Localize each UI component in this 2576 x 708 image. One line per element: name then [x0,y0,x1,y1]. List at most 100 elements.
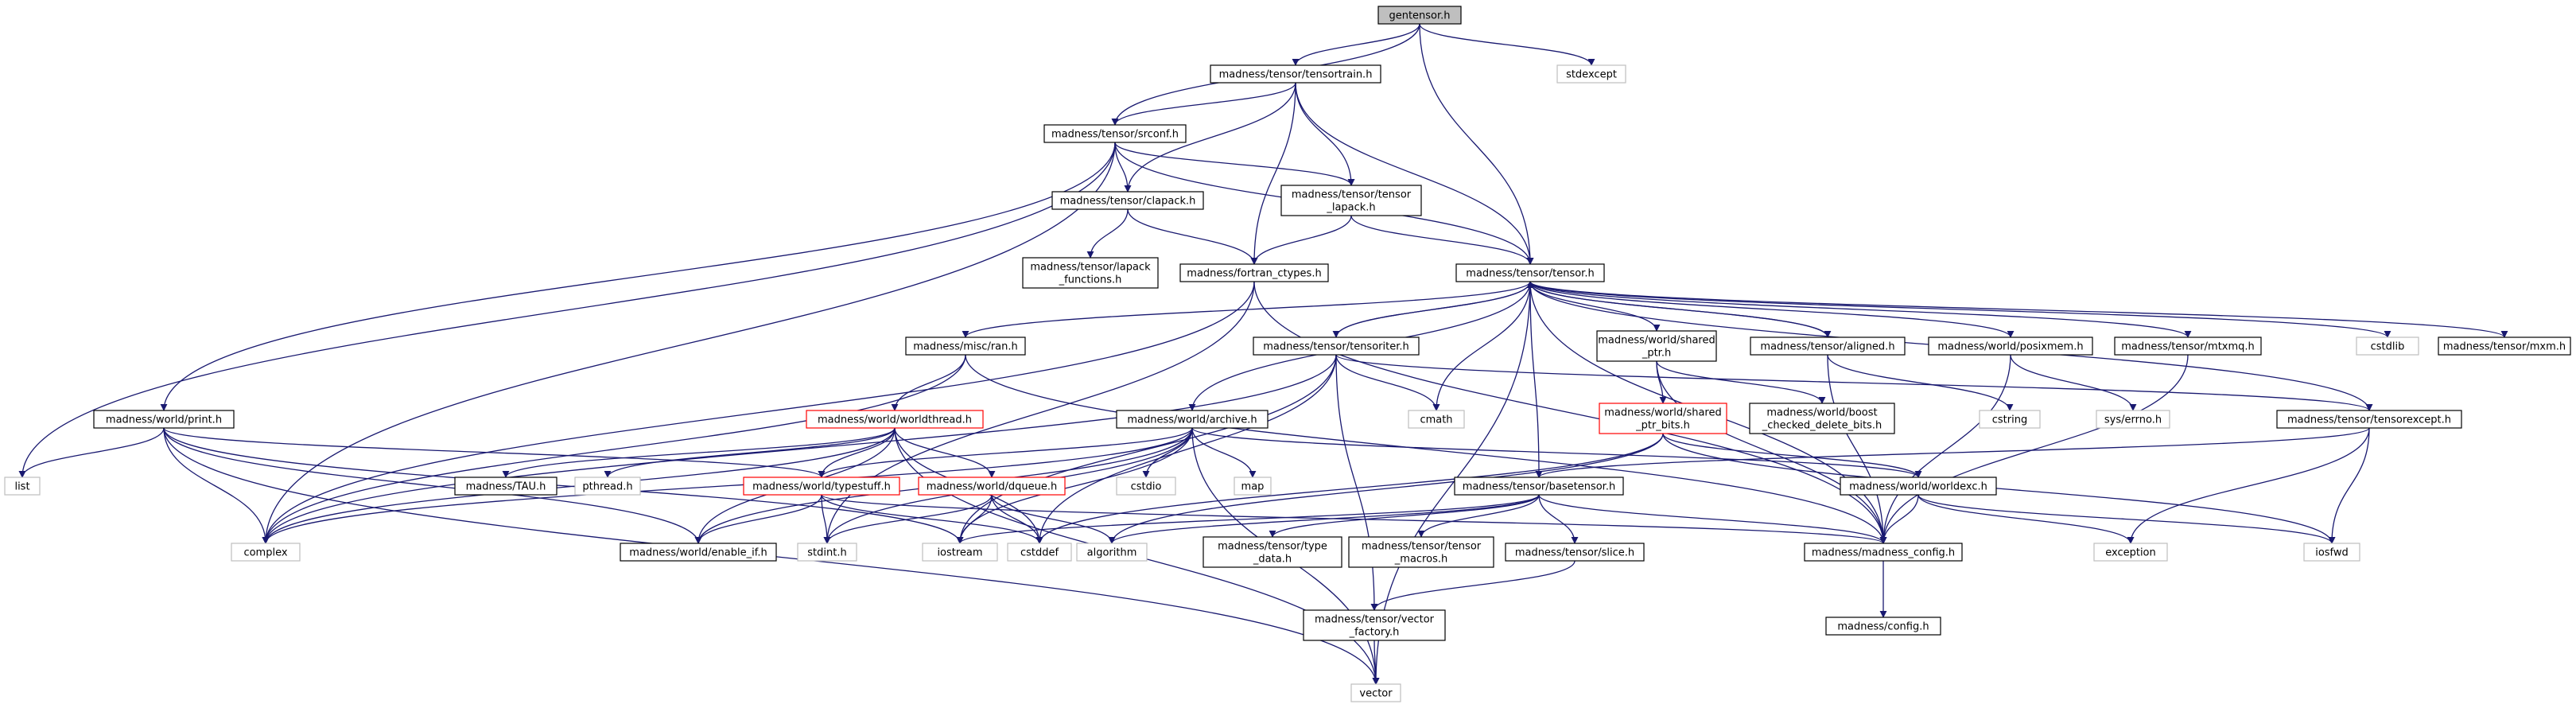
node-worldexc[interactable]: madness/world/worldexc.h [1840,477,1997,496]
node-label: madness/fortran_ctypes.h [1187,268,1321,280]
node-box [1116,477,1176,496]
node-label: madness/tensor/clapack.h [1060,196,1196,208]
node-archive[interactable]: madness/world/archive.h [1116,410,1269,429]
node-label: madness/world/shared [1604,407,1722,419]
node-label: madness/tensor/vector [1315,614,1435,626]
edge-srconf-to-clapack [1114,142,1132,193]
node-basetensor[interactable]: madness/tensor/basetensor.h [1454,477,1624,496]
node-label: madness/tensor/lapack [1030,262,1151,274]
node-tensortrain[interactable]: madness/tensor/tensortrain.h [1210,64,1381,84]
node-aligned[interactable]: madness/tensor/aligned.h [1750,336,1906,356]
edge-shared_ptr-to-boost_checked [1656,360,1826,404]
node-tensor-macros[interactable]: madness/tensor/tensor_macros.h [1348,536,1494,568]
edge-tensoriter-to-tensor [1335,281,1534,338]
node-pthread: pthread.h [574,477,641,496]
node-label: iostream [937,547,982,559]
node-label: _ptr.h [1642,348,1671,360]
node-box [1979,410,2041,429]
node-type-data[interactable]: madness/tensor/type_data.h [1203,536,1342,568]
node-mxm[interactable]: madness/tensor/mxm.h [2438,336,2571,356]
node-box [905,336,1026,356]
edge-aligned-to-madness_config [1827,354,1887,544]
node-label: madness/tensor/tensor [1362,541,1482,553]
node-box [918,477,1066,496]
edge-tensor-to-cmath [1432,281,1531,411]
node-config[interactable]: madness/config.h [1825,617,1941,636]
node-list: list [4,477,41,496]
node-slice[interactable]: madness/tensor/slice.h [1505,543,1645,562]
edge-slice-to-vector_factory [1370,560,1576,611]
node-box [2356,336,2419,356]
node-box [2303,543,2360,562]
node-srconf[interactable]: madness/tensor/srconf.h [1043,124,1187,143]
node-dqueue[interactable]: madness/world/dqueue.h [918,477,1066,496]
node-label: madness/world/worldthread.h [818,414,972,426]
node-tensor[interactable]: madness/tensor/tensor.h [1455,263,1605,282]
node-box [1116,410,1269,429]
node-label: complex [243,547,287,559]
edge-typestuff-to-madness_config [821,494,1887,544]
node-label: _data.h [1253,554,1292,566]
node-label: iosfwd [2315,547,2349,559]
node-box [620,543,777,562]
node-boost-checked[interactable]: madness/world/boost_checked_delete_bits.… [1749,403,1895,434]
node-box [4,477,41,496]
node-tensor-lapack[interactable]: madness/tensor/tensor_lapack.h [1280,185,1422,216]
edge-ran-to-madness_config [965,354,1887,544]
edge-basetensor-to-madness_config [1538,494,1887,544]
node-shared-ptr[interactable]: madness/world/shared_ptr.h [1596,330,1717,362]
edge-srconf-to-tensor_lapack [1114,142,1355,186]
edge-layer [18,23,2508,685]
edge-print-to-typestuff [163,427,826,478]
edge-aligned-to-cstring [1827,354,2014,411]
edge-ran-to-worldthread [891,354,966,411]
edge-tensor_lapack-to-tensor [1350,215,1534,265]
node-lapack-functions[interactable]: madness/tensor/lapack_functions.h [1022,257,1159,289]
edge-tensor-to-mxm [1529,281,2508,338]
edge-print-to-list [18,427,165,478]
node-box [1348,536,1494,568]
edge-basetensor-to-slice [1538,494,1579,544]
edge-tensoriter-to-cmath [1335,354,1440,411]
edge-vector_factory-to-vector [1372,640,1380,685]
node-label: vector [1359,688,1393,700]
node-box [1505,543,1645,562]
node-box [1203,536,1342,568]
node-label: stdint.h [807,547,846,559]
node-clapack[interactable]: madness/tensor/clapack.h [1051,191,1204,210]
node-mtxmq[interactable]: madness/tensor/mtxmq.h [2114,336,2262,356]
node-ran[interactable]: madness/misc/ran.h [905,336,1026,356]
node-label: madness/tensor/tensoriter.h [1263,341,1408,353]
node-tensorexcept[interactable]: madness/tensor/tensorexcept.h [2276,410,2462,429]
edge-archive-to-complex [262,427,1193,544]
node-shared-ptr-bits[interactable]: madness/world/shared_ptr_bits.h [1599,403,1727,434]
edge-tensorexcept-to-exception [2127,427,2370,544]
node-gentensor[interactable]: gentensor.h [1377,6,1462,25]
node-label: madness/tensor/tensor.h [1466,268,1594,280]
node-print[interactable]: madness/world/print.h [93,410,235,429]
node-vector: vector [1350,683,1401,702]
edge-tensor-to-basetensor [1529,281,1543,478]
node-vector-factory[interactable]: madness/tensor/vector_factory.h [1303,609,1446,641]
edge-print-to-enable_if [163,427,702,544]
node-label: _checked_delete_bits.h [1762,420,1882,432]
node-label: cstring [1992,414,2027,426]
node-label: map [1241,481,1265,493]
node-box [806,410,984,429]
edge-tensorexcept-to-iosfwd [2328,427,2370,544]
edge-tensortrain-to-tensor [1295,82,1534,265]
node-tensoriter[interactable]: madness/tensor/tensoriter.h [1253,336,1420,356]
node-madness-config[interactable]: madness/madness_config.h [1804,543,1963,562]
node-enable-if[interactable]: madness/world/enable_if.h [620,543,777,562]
node-posixmem[interactable]: madness/world/posixmem.h [1928,336,2093,356]
node-fortran-ctypes[interactable]: madness/fortran_ctypes.h [1179,263,1329,282]
node-box [1825,617,1941,636]
edge-tensor-to-posixmem [1529,281,2015,338]
node-label: madness/tensor/slice.h [1515,547,1634,559]
node-box [1007,543,1072,562]
node-TAU[interactable]: madness/TAU.h [454,477,558,496]
node-worldthread[interactable]: madness/world/worldthread.h [806,410,984,429]
node-typestuff[interactable]: madness/world/typestuff.h [743,477,900,496]
edge-tensor-to-vector [1372,281,1531,685]
